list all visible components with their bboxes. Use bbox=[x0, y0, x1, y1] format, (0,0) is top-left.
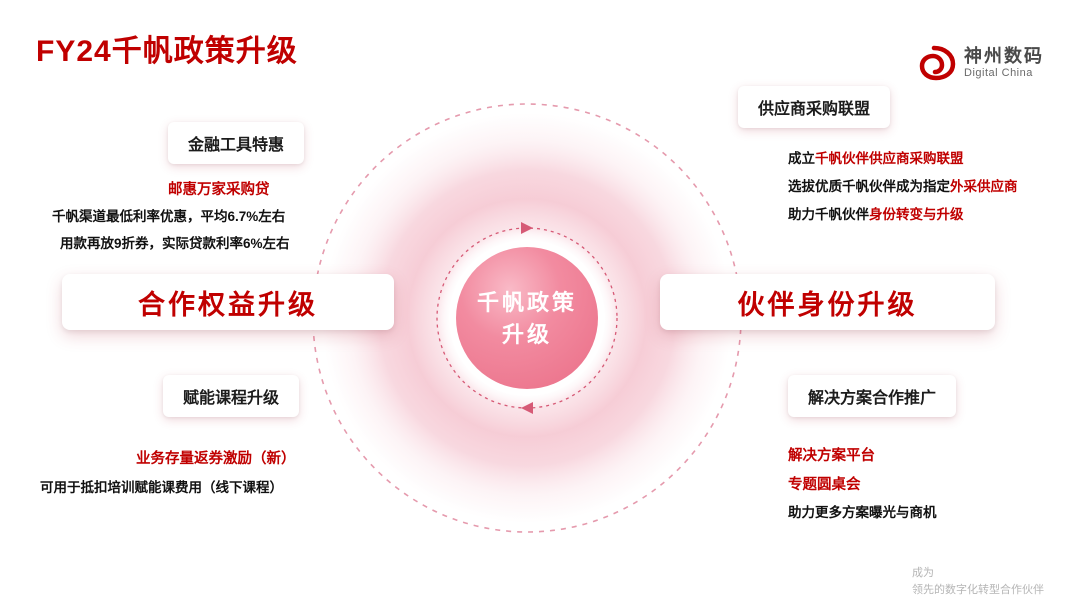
solution-promo-card: 解决方案合作推广 bbox=[788, 375, 957, 417]
alliance-line2: 选拔优质千帆伙伴成为指定外采供应商 bbox=[788, 175, 1018, 195]
finance-tools-card: 金融工具特惠 bbox=[168, 122, 305, 164]
digital-china-logo-icon bbox=[919, 45, 956, 81]
alliance-line2-red: 外采供应商 bbox=[950, 179, 1018, 194]
footer-line2: 领先的数字化转型合作伙伴 bbox=[912, 583, 1044, 596]
digital-china-logo: 神州数码 Digital China bbox=[912, 44, 1044, 82]
course-card: 赋能课程升级 bbox=[163, 375, 300, 417]
logo-name-cn: 神州数码 bbox=[964, 46, 1044, 67]
center-line1: 千帆政策 bbox=[476, 290, 577, 315]
alliance-line1-red: 千帆伙伴供应商采购联盟 bbox=[815, 151, 964, 166]
solution-line3: 助力更多方案曝光与商机 bbox=[788, 505, 937, 520]
finance-detail-line1: 千帆渠道最低利率优惠，平均6.7%左右 bbox=[52, 209, 286, 224]
course-highlight: 业务存量返券激励（新） bbox=[136, 451, 296, 467]
orbit-arrow-top-icon bbox=[521, 222, 533, 234]
alliance-line3-black: 助力千帆伙伴 bbox=[788, 207, 869, 222]
center-sphere bbox=[456, 247, 598, 389]
page-title: FY24千帆政策升级 bbox=[36, 35, 298, 68]
center-line2: 升级 bbox=[501, 322, 552, 347]
logo-name-en: Digital China bbox=[964, 67, 1033, 80]
orbit-arrow-bottom-icon bbox=[521, 402, 533, 414]
left-main-title-card: 合作权益升级 bbox=[62, 274, 394, 330]
supplier-alliance-card: 供应商采购联盟 bbox=[738, 86, 891, 128]
alliance-line3-red: 身份转变与升级 bbox=[869, 207, 964, 222]
alliance-line1: 成立千帆伙伴供应商采购联盟 bbox=[788, 147, 964, 167]
solution-line2: 专题圆桌会 bbox=[788, 477, 861, 493]
footer-line1: 成为 bbox=[912, 566, 934, 579]
footer-watermark: 成为 领先的数字化转型合作伙伴 bbox=[912, 565, 1044, 599]
course-detail-line1: 可用于抵扣培训赋能课费用（线下课程） bbox=[40, 480, 283, 495]
solution-line1: 解决方案平台 bbox=[788, 448, 875, 464]
right-main-title-card: 伙伴身份升级 bbox=[660, 274, 995, 330]
finance-detail-line2: 用款再放9折券，实际贷款利率6%左右 bbox=[60, 236, 290, 251]
center-sphere-label: 千帆政策 升级 bbox=[447, 287, 607, 351]
finance-highlight: 邮惠万家采购贷 bbox=[168, 182, 270, 198]
logo-text: 神州数码 Digital China bbox=[964, 46, 1044, 79]
alliance-line1-black: 成立 bbox=[788, 151, 815, 166]
alliance-line2-black: 选拔优质千帆伙伴成为指定 bbox=[788, 179, 950, 194]
alliance-line3: 助力千帆伙伴身份转变与升级 bbox=[788, 203, 964, 223]
